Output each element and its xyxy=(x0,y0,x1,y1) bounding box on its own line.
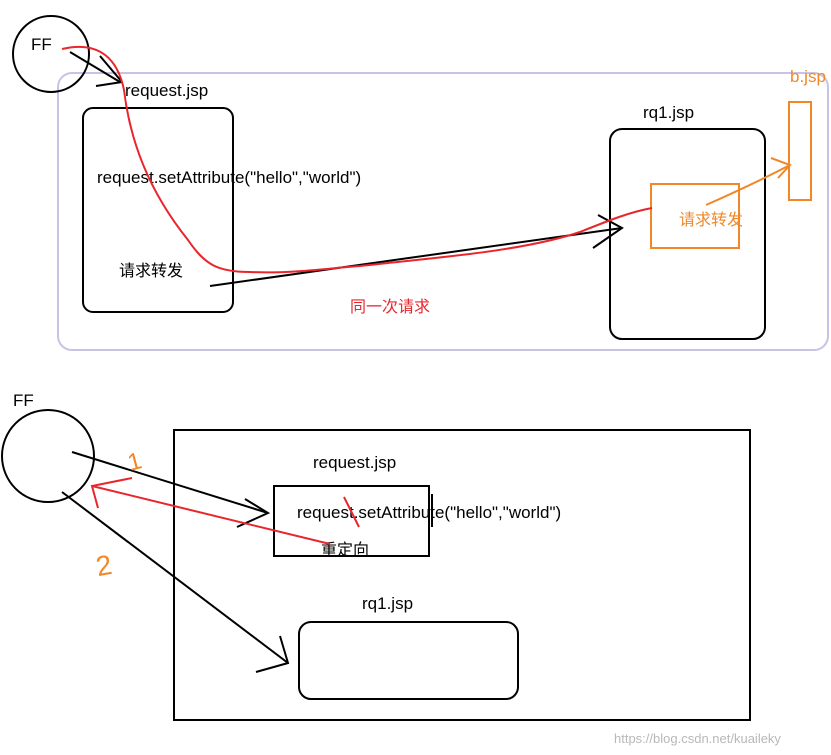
client-label: FF xyxy=(31,35,52,54)
b-jsp-arrow xyxy=(705,164,791,206)
set-attribute-text: request.setAttribute("hello","world") xyxy=(97,168,361,187)
redirect-label: 重定向 xyxy=(321,541,369,559)
client-circle xyxy=(12,15,90,93)
watermark: https://blog.csdn.net/kuaileky xyxy=(614,731,781,746)
b-jsp-label: b.jsp xyxy=(790,67,826,86)
second-request-arrow-head xyxy=(255,635,290,673)
set-attribute-text-2: request.setAttribute("hello","world") xyxy=(297,503,561,522)
server-frame xyxy=(57,72,829,351)
rq1-jsp-box-2 xyxy=(298,621,519,700)
rq1-jsp-label: rq1.jsp xyxy=(643,103,694,122)
rq1-jsp-box xyxy=(609,128,766,340)
same-request-label: 同一次请求 xyxy=(350,298,430,316)
second-request-arrow xyxy=(61,491,289,664)
step-2-label: 2 xyxy=(94,549,115,582)
redirect-arrow-head xyxy=(90,477,133,509)
redirect-diagram: FF request.jsp request.setAttribute("hel… xyxy=(1,391,751,721)
rq1-jsp-label-2: rq1.jsp xyxy=(362,594,413,613)
request-jsp-box-2 xyxy=(273,485,430,557)
client-circle-2 xyxy=(1,409,95,503)
request-jsp-box xyxy=(82,107,234,313)
request-jsp-label-2: request.jsp xyxy=(313,453,396,472)
request-arrow-head xyxy=(95,55,123,87)
request-jsp-label: request.jsp xyxy=(125,81,208,100)
forward-label: 请求转发 xyxy=(119,262,183,280)
forward-diagram: FF request.jsp request.setAttribute("hel… xyxy=(12,15,829,351)
b-jsp-arrow-head xyxy=(770,157,792,179)
server-box xyxy=(173,429,751,721)
same-request-curve xyxy=(61,45,653,274)
redirect-arrow xyxy=(91,485,331,545)
step-1-label: 1 xyxy=(125,447,145,477)
request-arrow xyxy=(69,51,121,83)
client-label-2: FF xyxy=(13,391,34,410)
first-request-arrow-head xyxy=(236,498,271,528)
strike-mark xyxy=(343,496,360,528)
forward-inner-box xyxy=(650,183,740,249)
b-jsp-box xyxy=(788,101,812,201)
first-request-arrow xyxy=(71,451,269,514)
forward-label-2: 请求转发 xyxy=(679,211,743,229)
forward-arrow xyxy=(209,227,623,287)
forward-arrow-head xyxy=(592,214,624,249)
